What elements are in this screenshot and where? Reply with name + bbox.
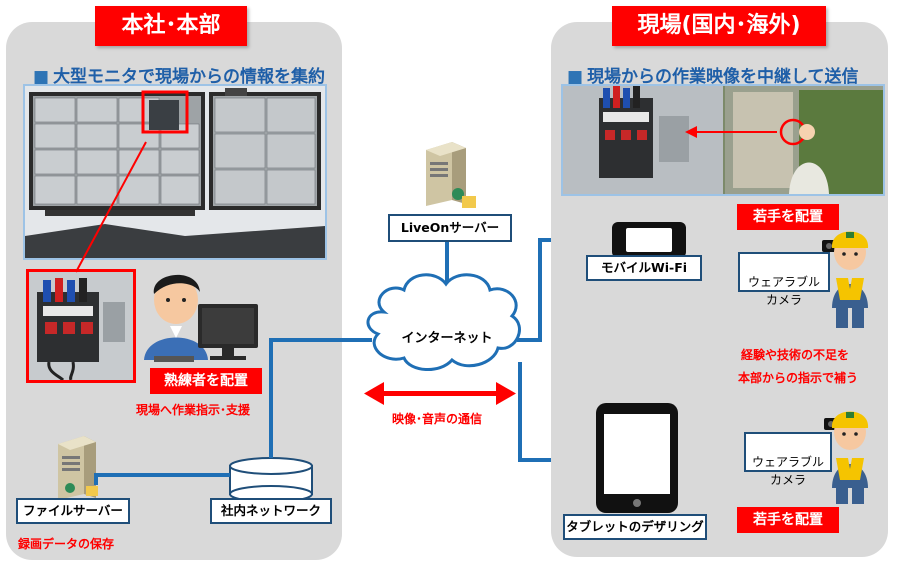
file-server-icon [58,436,98,500]
site-illustration [563,86,883,194]
hq-title: 本社･本部 [95,6,247,46]
communication-label: 映像･音声の通信 [392,412,483,426]
site-title: 現場(国内･海外) [612,6,826,46]
monitor-heading-text: 大型モニタで現場からの情報を集約 [53,67,326,87]
expert-caption: 現場へ作業指示･支援 [136,403,251,417]
internet-label: インターネット [401,331,493,346]
square-bullet-icon: ■ [567,67,584,87]
worker-icon [822,231,869,328]
young-label-bottom: 若手を配置 [737,507,839,533]
relay-heading-text: 現場からの作業映像を中継して送信 [587,67,859,87]
monitor-heading: ■大型モニタで現場からの情報を集約 [33,62,325,87]
double-arrow-icon [364,382,516,405]
camera-label-top-text: ウェアラブル カメラ [747,275,820,307]
relay-heading: ■現場からの作業映像を中継して送信 [567,62,859,87]
wifi-router-icon [612,222,686,258]
lan-label: 社内ネットワーク [210,498,332,524]
tablet-icon [596,403,678,513]
pc-monitor-icon [154,304,258,362]
wifi-label: モバイルWi-Fi [586,255,702,281]
file-server-label: ファイルサーバー [16,498,130,524]
device-illustration [29,272,133,380]
expert-label: 熟練者を配置 [150,368,262,394]
expert-person-icon [144,274,208,360]
monitor-illustration [25,86,325,258]
site-photo [561,84,885,196]
tablet-label: タブレットのデザリング [563,514,707,540]
worker-icon [824,411,869,504]
device-closeup-photo [26,269,136,383]
server-icon [426,142,476,208]
camera-label-top: ウェアラブル カメラ [738,252,830,307]
camera-label-bottom: ウェアラブル カメラ [744,432,832,487]
cloud-icon [366,273,521,371]
monitor-photo [23,84,327,260]
file-server-caption: 録画データの保存 [18,537,115,551]
camera-label-bottom-text: ウェアラブル カメラ [751,455,824,487]
support-line-2: 本部からの指示で補う [738,371,859,385]
liveon-server-label: LiveOnサーバー [388,214,512,242]
support-line-1: 経験や技術の不足を [741,348,850,362]
square-bullet-icon: ■ [33,67,50,87]
young-label-top: 若手を配置 [737,204,839,230]
